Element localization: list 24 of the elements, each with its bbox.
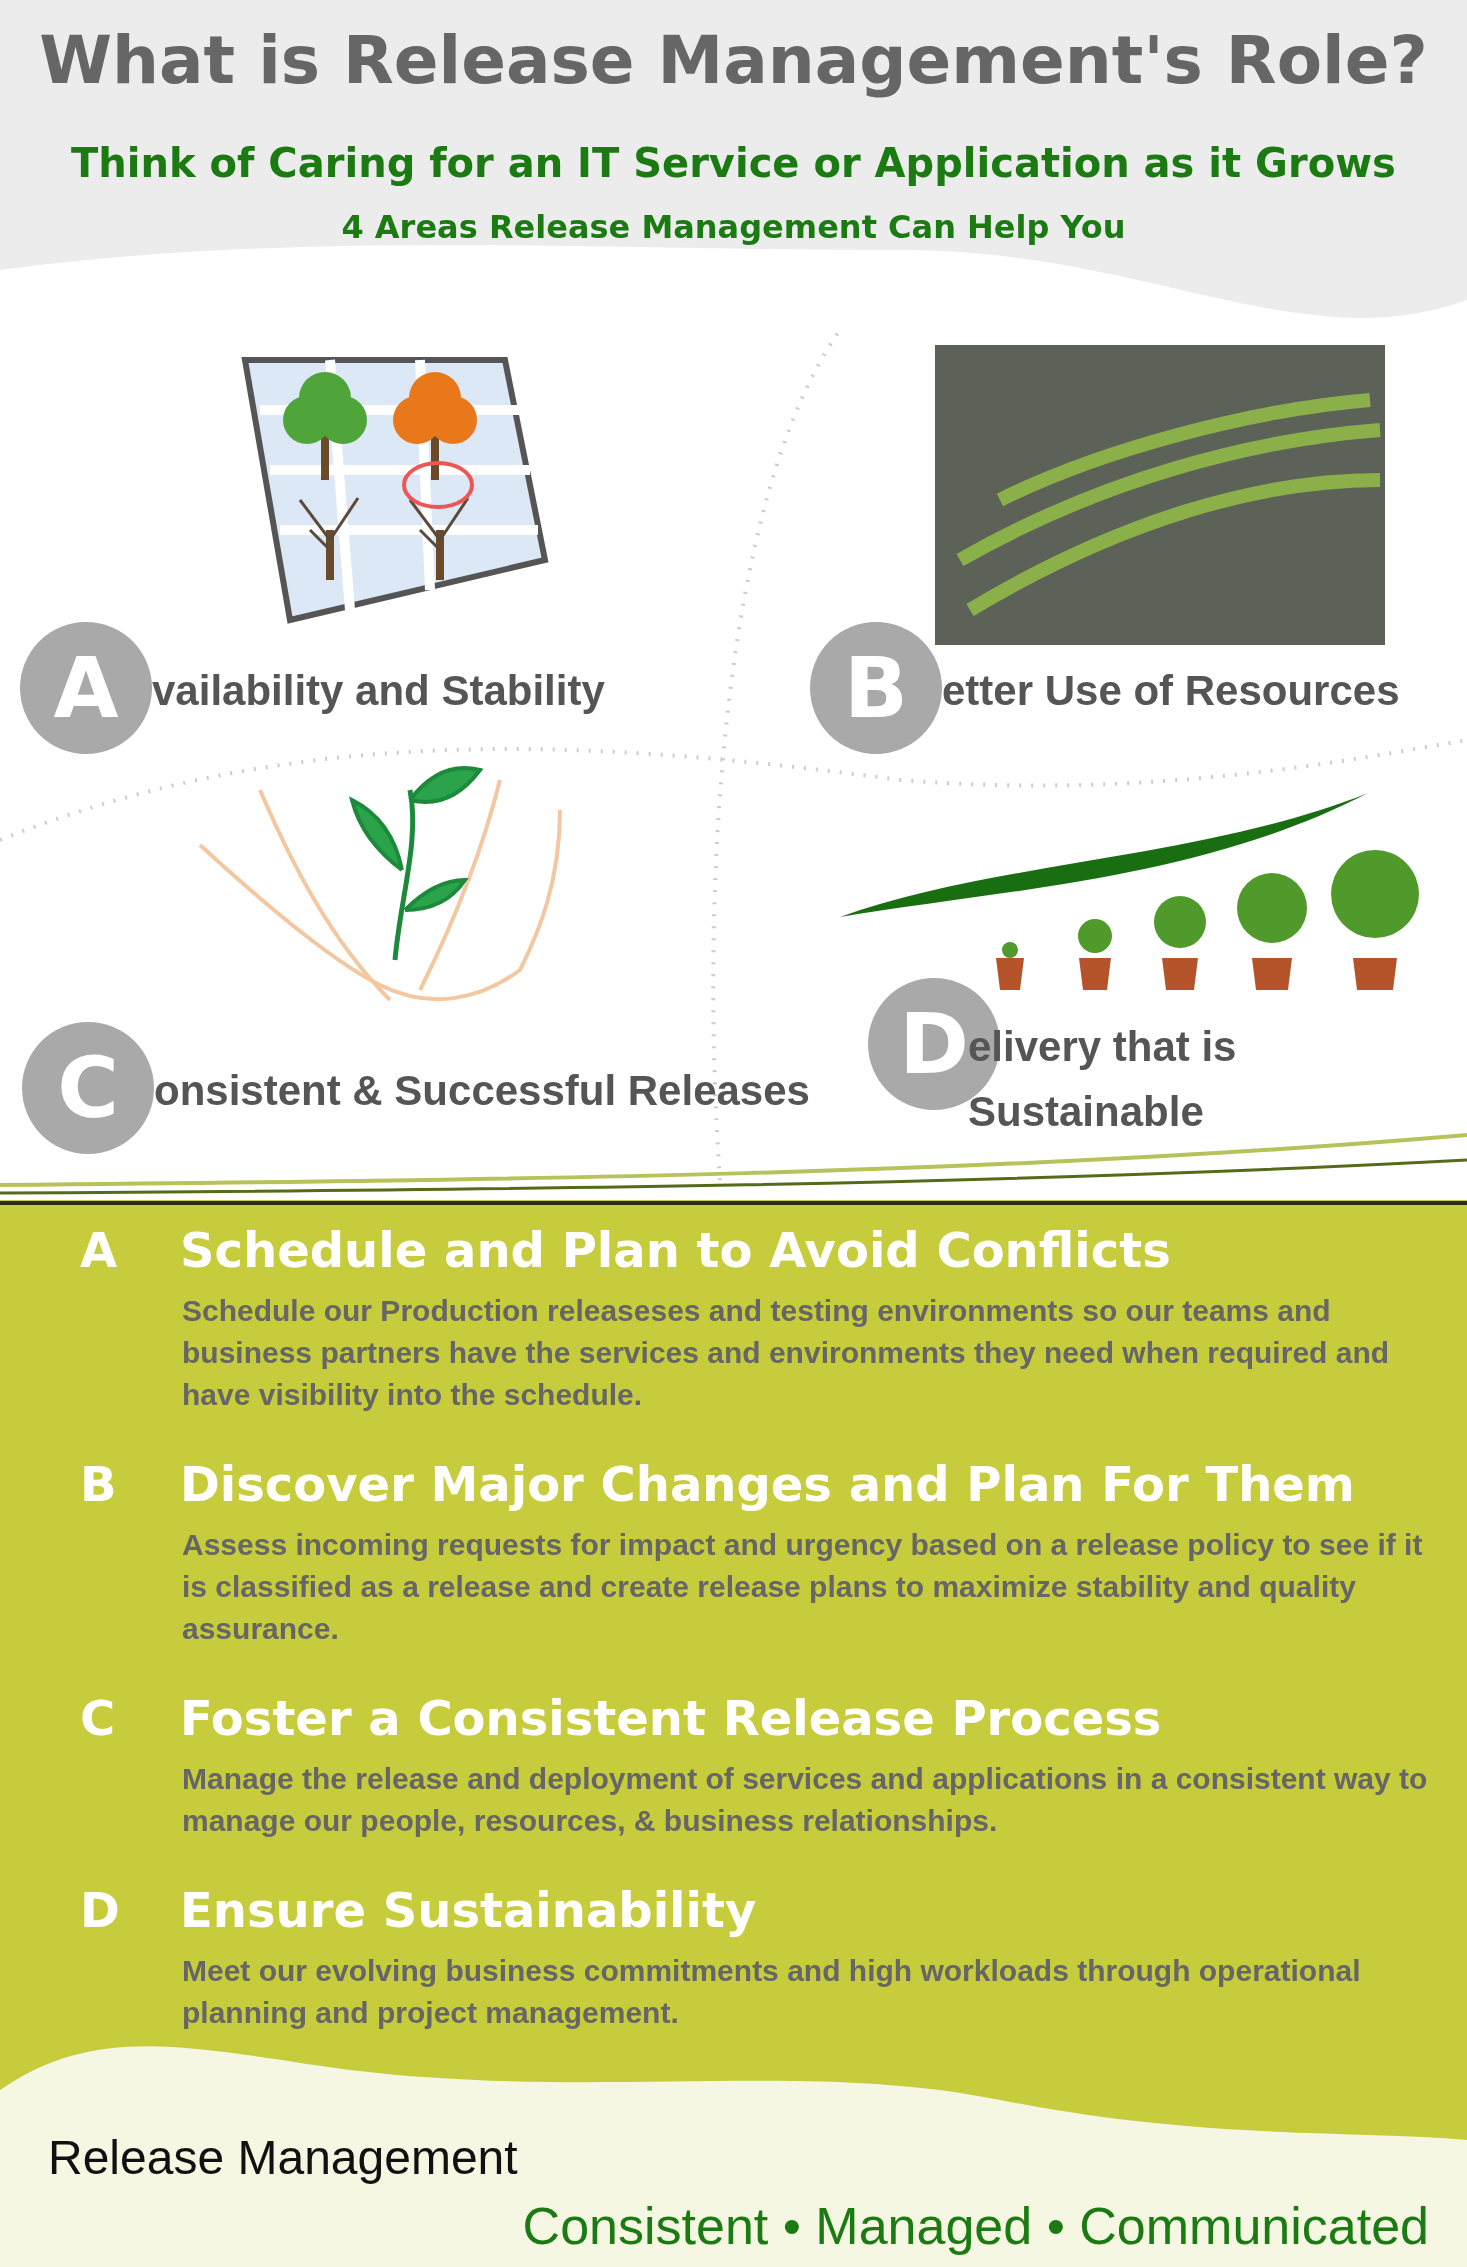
subtitle: 4 Areas Release Management Can Help You bbox=[340, 208, 1127, 246]
section-letter: D bbox=[80, 1882, 120, 1938]
title: What is Release Management's Role? bbox=[38, 22, 1429, 99]
area-title: elivery that is Sustainable bbox=[968, 1022, 1238, 1138]
section-heading: Discover Major Changes and Plan For Them bbox=[180, 1456, 1355, 1512]
letter-circle: B bbox=[810, 622, 942, 754]
section-description: Manage the release and deployment of services and applications in a consistent way to manage our people, resources, & business relationships. bbox=[182, 1761, 1429, 1839]
section-heading: Ensure Sustainability bbox=[180, 1882, 757, 1938]
section-description: Meet our evolving business commitments and high workloads through operational planning and project management. bbox=[182, 1953, 1362, 2031]
section-letter: B bbox=[80, 1456, 117, 1512]
letter-circle: C bbox=[22, 1022, 154, 1154]
section-heading: Foster a Consistent Release Process bbox=[180, 1690, 1162, 1746]
section-letter: C bbox=[80, 1690, 116, 1746]
footer-title: Release Management bbox=[48, 2130, 518, 2185]
area-title: vailability and Stability bbox=[152, 666, 606, 716]
area-title: etter Use of Resources bbox=[942, 666, 1401, 716]
letter-circle: A bbox=[20, 622, 152, 754]
area-title: onsistent & Successful Releases bbox=[154, 1066, 811, 1116]
section-description: Assess incoming requests for impact and urgency based on a release policy to see if it is classified as a release and create release plans to maximize stability and quality assurance. bbox=[182, 1527, 1424, 1647]
section-letter: A bbox=[80, 1222, 118, 1278]
footer-tagline: Consistent • Managed • Communicated bbox=[522, 2196, 1429, 2256]
section-description: Schedule our Production releaseses and testing environments so our teams and business partners have the services and environments they need when required and have visibility into the schedule. bbox=[182, 1293, 1391, 1413]
subtitle: Think of Caring for an IT Service or Application as it Grows bbox=[70, 140, 1397, 186]
section-heading: Schedule and Plan to Avoid Conflicts bbox=[180, 1222, 1171, 1278]
